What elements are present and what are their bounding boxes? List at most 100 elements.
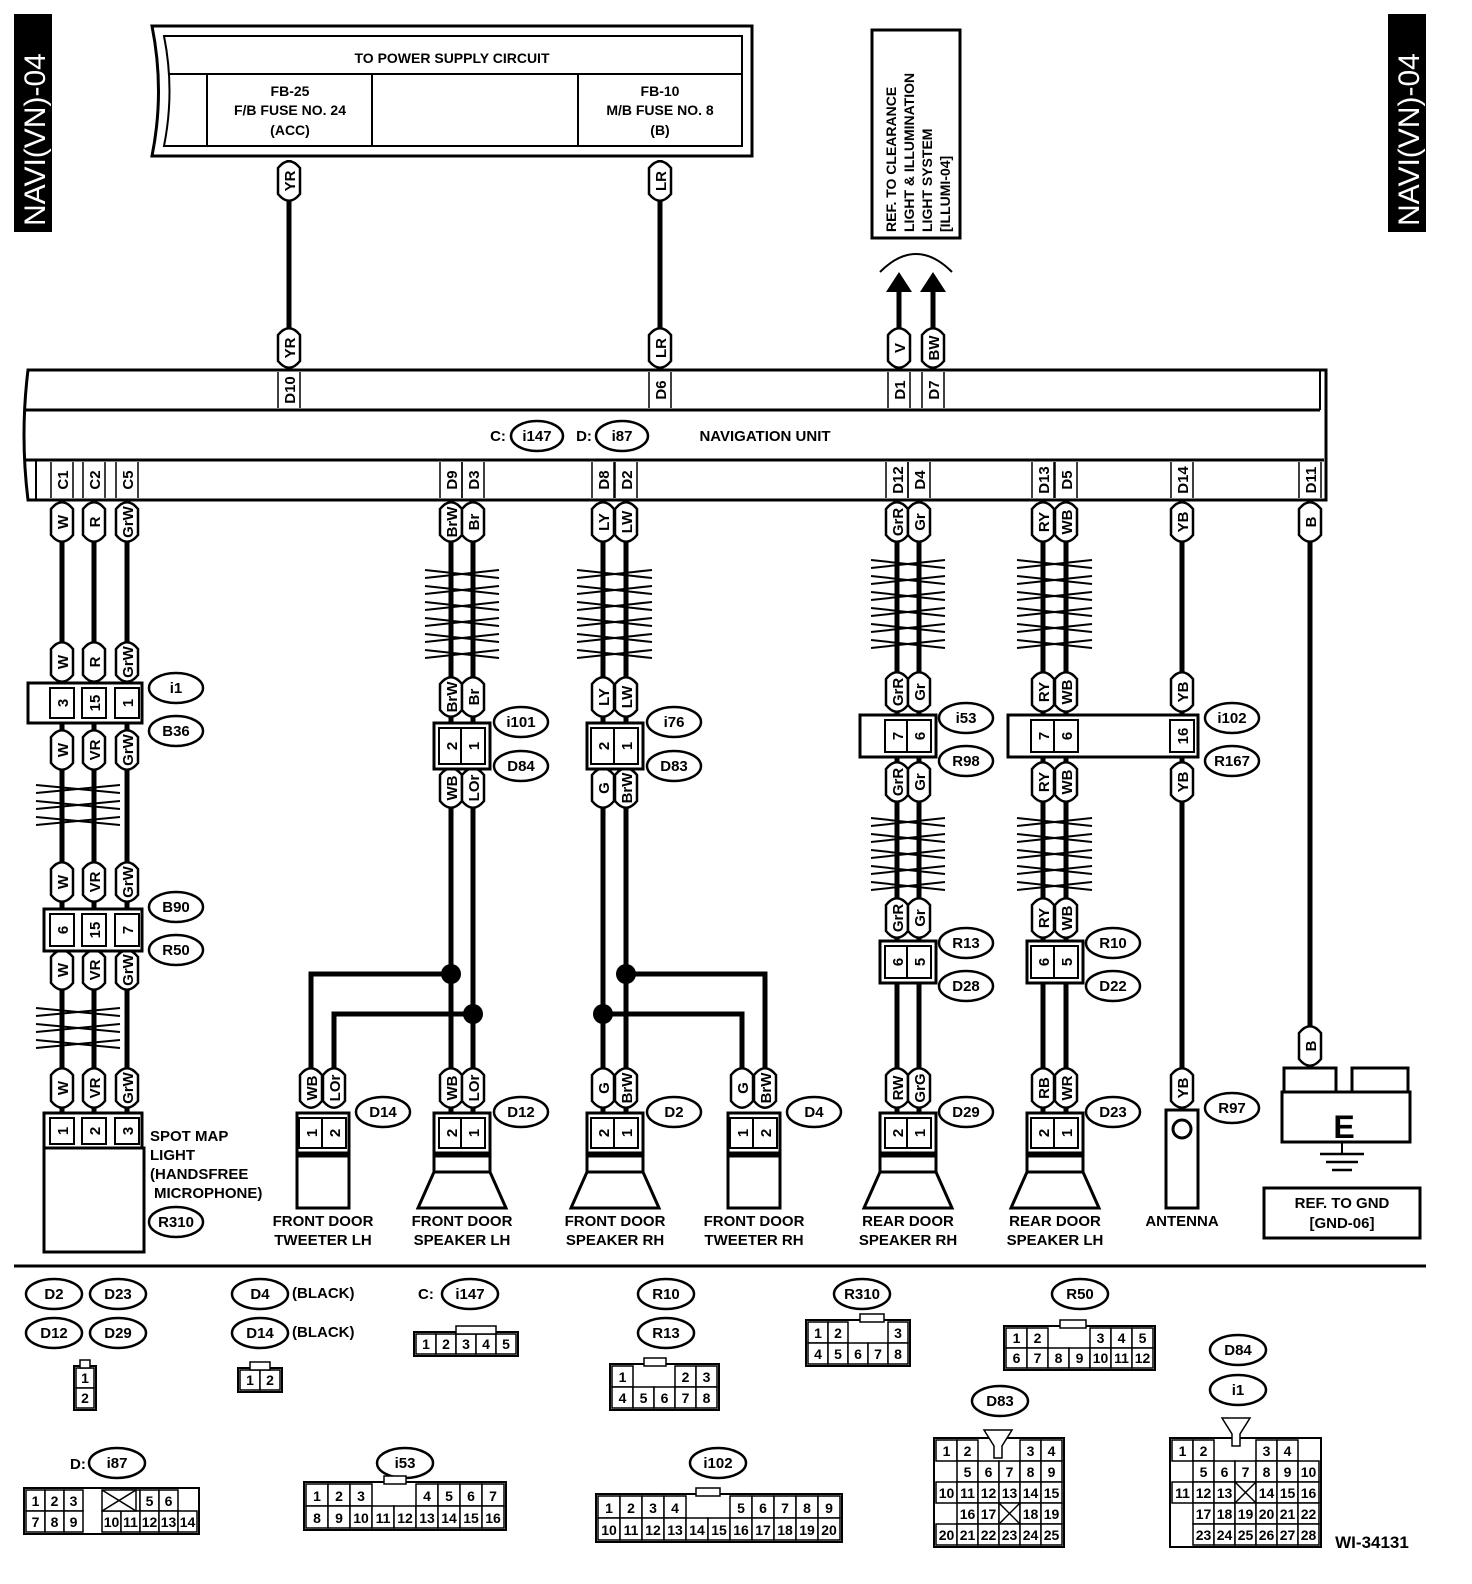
cavity-number: 6 xyxy=(165,1493,173,1509)
cavity-number: 1 xyxy=(246,1372,254,1388)
cavity-number: 4 xyxy=(814,1346,822,1362)
wire-color-tag: GrW xyxy=(114,641,140,683)
connector-latch-icon xyxy=(1220,1417,1252,1447)
connector-id-text: R98 xyxy=(952,753,980,770)
wire-color-tag: G xyxy=(729,1067,755,1109)
legend-i87-blank-icon xyxy=(101,1489,137,1512)
side-tab-right-text: NAVI(VN)-04 xyxy=(1393,53,1426,226)
spot-map-line4: MICROPHONE) xyxy=(154,1185,262,1202)
wire-color-text: YB xyxy=(1175,681,1192,702)
cavity-number: 5 xyxy=(912,958,929,966)
wire-color-text: RW xyxy=(890,1075,907,1101)
wire-color-tag: GrW xyxy=(114,949,140,991)
fd-speaker-lh-line2: SPEAKER LH xyxy=(414,1232,511,1249)
connector-id-i1: i1 xyxy=(147,671,205,705)
cavity-number: 5 xyxy=(1200,1464,1208,1480)
wire-color-tag: G xyxy=(590,1067,616,1109)
cavity-number: 1 xyxy=(1013,1330,1021,1346)
wire-color-tag: W xyxy=(49,1067,75,1109)
wire-color-text: GrW xyxy=(120,645,137,678)
side-tab-left-text: NAVI(VN)-04 xyxy=(19,53,52,226)
legend-id-d4: D4 xyxy=(230,1277,290,1311)
spot-map-line3: (HANDSFREE xyxy=(150,1166,248,1183)
cavity-number: 16 xyxy=(1175,728,1192,745)
wire-color-text: RY xyxy=(1036,512,1053,532)
wire-color-tag: GrR xyxy=(884,671,910,713)
cavity-number: 6 xyxy=(912,732,929,740)
legend-id-text: D29 xyxy=(104,1325,132,1342)
wire-color-text: WB xyxy=(444,1075,461,1100)
legend-id-text: i1 xyxy=(1232,1382,1245,1399)
spot-map-line1: SPOT MAP xyxy=(150,1128,228,1145)
fd-tweeter-lh-body xyxy=(295,1154,351,1210)
cavity-number: 3 xyxy=(1097,1330,1105,1346)
cavity-number: 27 xyxy=(1280,1527,1296,1543)
cavity-number: 5 xyxy=(146,1493,154,1509)
wire-color-text: LR xyxy=(653,338,670,358)
cavity-number: 13 xyxy=(1002,1485,1018,1501)
wire-color-text: W xyxy=(55,514,72,529)
wire-color-tag: GrW xyxy=(114,1067,140,1109)
cavity-number: 5 xyxy=(834,1346,842,1362)
cavity-number: 13 xyxy=(419,1510,435,1526)
cavity-number: 16 xyxy=(485,1510,501,1526)
wire-color-tag: WB xyxy=(1053,761,1079,803)
connector-id-text: i101 xyxy=(506,714,535,731)
cavity-number: 1 xyxy=(422,1336,430,1352)
cavity-number: 15 xyxy=(1044,1485,1060,1501)
cavity-number: 2 xyxy=(335,1488,343,1504)
cavity-number: 1 xyxy=(619,742,636,750)
connector-id-b36: B36 xyxy=(147,714,205,748)
legend-id-text: D12 xyxy=(40,1325,68,1342)
fd-speaker-rh-cone xyxy=(568,1170,662,1210)
connector-id-text: D12 xyxy=(507,1104,535,1121)
wire-color-text: BrW xyxy=(758,1072,775,1104)
cavity-number: 7 xyxy=(32,1514,40,1530)
cavity-number: 12 xyxy=(1135,1350,1151,1366)
legend-id-d83: D83 xyxy=(970,1384,1030,1418)
pin-label: D1 xyxy=(887,372,911,408)
spot-map-light-box xyxy=(42,1146,146,1254)
wire-color-text: LOr xyxy=(466,1075,483,1102)
connector-id-text: R50 xyxy=(162,942,190,959)
cavity-number: 2 xyxy=(444,742,461,750)
pin-label: D6 xyxy=(648,372,672,408)
cavity-number: 7 xyxy=(120,926,137,934)
connector-id-i101: i101 xyxy=(492,705,550,739)
cavity-number: 24 xyxy=(1217,1527,1233,1543)
cavity-number: 11 xyxy=(123,1514,138,1530)
components: SPOT MAP LIGHT (HANDSFREE MICROPHONE) FR… xyxy=(42,1066,1422,1254)
cavity-number: 7 xyxy=(1034,1350,1042,1366)
wire-color-text: RY xyxy=(1036,682,1053,702)
left-fuse-line3: (ACC) xyxy=(270,122,310,138)
pin-text: D8 xyxy=(596,470,613,489)
fd-tweeter-lh-line2: TWEETER LH xyxy=(274,1232,372,1249)
legend-id-d84: D84 xyxy=(1208,1333,1268,1367)
legend-id-text: i53 xyxy=(395,1455,416,1472)
wire-color-text: VR xyxy=(87,739,104,760)
cavity-number: 1 xyxy=(1179,1443,1187,1459)
ground-terminal-icon xyxy=(1280,1066,1412,1172)
cavity-number: 2 xyxy=(964,1443,972,1459)
cavity-number: 3 xyxy=(649,1500,657,1516)
wire-color-tag: BrW xyxy=(613,767,639,809)
wire-color-tag: W xyxy=(49,501,75,543)
cavity-number: 12 xyxy=(1196,1485,1212,1501)
connector-id-d22: D22 xyxy=(1084,969,1142,1003)
cavity-number: 15 xyxy=(87,922,104,939)
connector-id-text: i76 xyxy=(664,714,685,731)
cavity-number: 2 xyxy=(81,1390,89,1406)
legend-d14-black-note: (BLACK) xyxy=(292,1324,354,1341)
legend-id-text: i87 xyxy=(107,1455,128,1472)
cavity-number: 10 xyxy=(353,1510,369,1526)
wire-color-tag: YR xyxy=(276,160,302,202)
pin-text: D9 xyxy=(444,470,461,489)
cavity-number: 7 xyxy=(1036,732,1053,740)
cavity-number: 11 xyxy=(624,1522,639,1538)
pin-label: D4 xyxy=(907,462,931,498)
cavity-number: 5 xyxy=(1139,1330,1147,1346)
power-supply-box: TO POWER SUPPLY CIRCUIT FB-25 F/B FUSE N… xyxy=(150,24,754,158)
pin-label: D8 xyxy=(591,462,615,498)
